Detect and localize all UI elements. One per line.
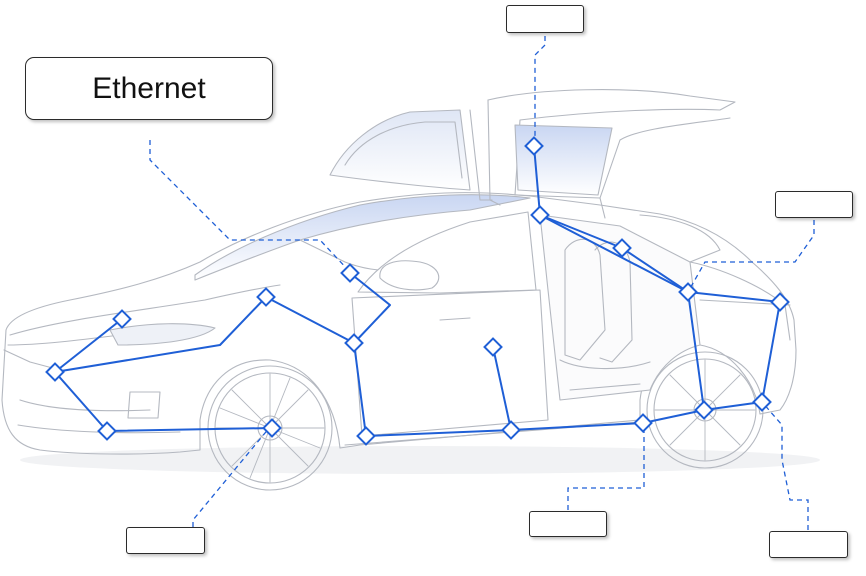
leader-bottom-right [761, 401, 809, 530]
network-nodes [45, 136, 790, 446]
label-box-bottom-left [126, 527, 205, 554]
diamond-node-icon [678, 282, 698, 302]
diamond-node-icon [483, 337, 503, 357]
link-door [492, 346, 512, 431]
diamond-node-icon [633, 413, 653, 433]
diamond-node-icon [356, 426, 376, 446]
link-mirror [349, 272, 391, 344]
leader-lines [149, 36, 815, 530]
diamond-node-icon [694, 400, 714, 420]
diamond-node-icon [752, 392, 772, 412]
diamond-node-icon [501, 420, 521, 440]
leader-bottom-middle [567, 422, 645, 510]
diamond-node-icon [530, 205, 550, 225]
link-front-left-loop [54, 318, 273, 432]
label-box-bottom-right [769, 531, 848, 558]
leader-right [687, 220, 815, 293]
link-hood [54, 296, 355, 373]
car-illustration [1, 89, 820, 491]
leader-ethernet [149, 140, 351, 273]
diamond-node-icon [45, 362, 65, 382]
diamond-node-icon [112, 309, 132, 329]
diamond-node-icon [770, 292, 790, 312]
diamond-node-icon [340, 263, 360, 283]
diamond-node-icon [612, 238, 632, 258]
diamond-node-icon [344, 333, 364, 353]
label-box-bottom-middle [529, 511, 607, 537]
diagram-title: Ethernet [92, 71, 206, 105]
label-box-top [506, 5, 584, 33]
label-box-right [775, 191, 853, 218]
diamond-node-icon [97, 421, 117, 441]
diamond-node-icon [524, 136, 544, 156]
diamond-node-icon [262, 418, 282, 438]
diamond-node-icon [256, 287, 276, 307]
rear-wheel [646, 351, 764, 469]
leader-bottom-left [192, 426, 271, 527]
leader-top [534, 36, 546, 145]
ethernet-title-box: Ethernet [25, 57, 273, 120]
